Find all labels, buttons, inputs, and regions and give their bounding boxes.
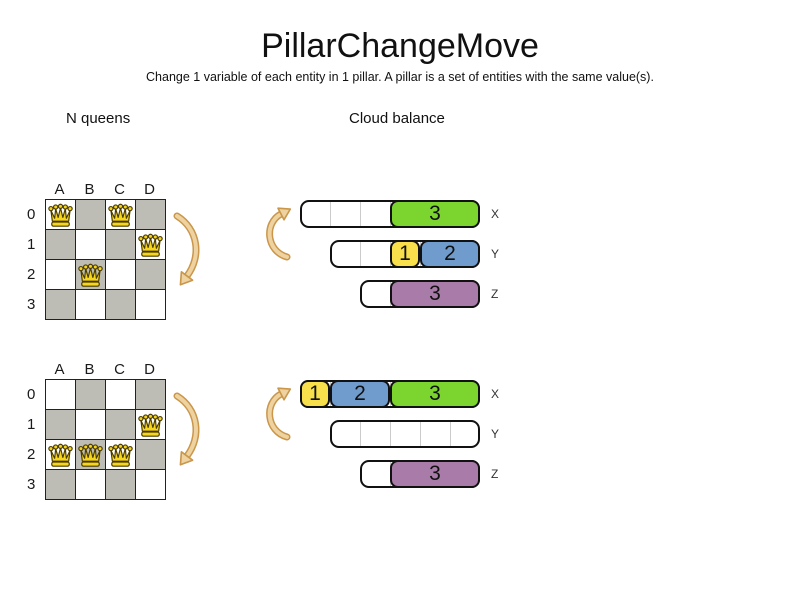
row-label-3: 3 [27,475,36,493]
board-cell-a2 [46,260,75,289]
capacity-divider [360,242,361,266]
computer-label-z-before: Z [491,287,499,301]
move-up-arrow-icon [266,207,292,261]
column-label-a: A [54,361,66,378]
column-label-b: B [84,181,96,198]
board-cell-b2 [76,440,105,469]
computer-label-y-after: Y [491,427,500,441]
board-cell-d1 [136,230,165,259]
capacity-divider [360,422,361,446]
page-subtitle: Change 1 variable of each entity in 1 pi… [146,70,654,84]
queen-icon [78,263,103,287]
queen-icon [108,443,133,467]
process-block-1: 1 [390,240,420,268]
board-cell-b0 [76,380,105,409]
board-cell-c3 [106,290,135,319]
capacity-divider [330,202,331,226]
board-cell-d2 [136,440,165,469]
board-cell-b3 [76,290,105,319]
capacity-divider [420,422,421,446]
board-cell-a3 [46,470,75,499]
computer-label-x-after: X [491,387,500,401]
board-cell-d0 [136,200,165,229]
board-cell-c1 [106,410,135,439]
row-label-1: 1 [27,235,36,253]
queen-icon [48,203,73,227]
board-cell-d3 [136,290,165,319]
board-cell-c2 [106,440,135,469]
computer-label-y-before: Y [491,247,500,261]
process-block-3: 3 [390,380,480,408]
process-block-1: 1 [300,380,330,408]
board-cell-b3 [76,470,105,499]
computer-bar-y-after [330,420,480,448]
queen-icon [48,443,73,467]
process-block-3: 3 [390,460,480,488]
move-up-arrow-icon [266,387,292,441]
computer-label-z-after: Z [491,467,499,481]
move-down-arrow-icon [173,392,200,466]
board-cell-a0 [46,200,75,229]
column-label-a: A [54,181,66,198]
capacity-divider [360,202,361,226]
computer-label-x-before: X [491,207,500,221]
board-cell-b0 [76,200,105,229]
row-label-2: 2 [27,445,36,463]
computer-bar-z-after: 3 [360,460,480,488]
row-label-2: 2 [27,265,36,283]
row-label-1: 1 [27,415,36,433]
board-cell-c3 [106,470,135,499]
queen-icon [138,233,163,257]
queen-icon [78,443,103,467]
board-grid [45,379,166,500]
board-cell-c0 [106,200,135,229]
board-cell-b1 [76,230,105,259]
board-grid [45,199,166,320]
column-label-c: C [114,361,126,378]
process-block-3: 3 [390,200,480,228]
board-cell-b1 [76,410,105,439]
chessboard-before: A B C D 0 1 2 3 [27,181,166,320]
column-label-d: D [144,361,156,378]
move-down-arrow-icon [173,212,200,286]
capacity-divider [390,422,391,446]
computer-bar-z-before: 3 [360,280,480,308]
queen-icon [108,203,133,227]
column-label-d: D [144,181,156,198]
board-cell-a1 [46,230,75,259]
board-cell-c2 [106,260,135,289]
process-block-2: 2 [420,240,480,268]
chessboard-after: A B C D 0 1 2 3 [27,361,166,500]
process-block-3: 3 [390,280,480,308]
board-cell-d0 [136,380,165,409]
process-block-2: 2 [330,380,390,408]
row-label-3: 3 [27,295,36,313]
board-cell-c0 [106,380,135,409]
page-title: PillarChangeMove [261,27,539,65]
board-cell-a3 [46,290,75,319]
queen-icon [138,413,163,437]
column-label-c: C [114,181,126,198]
board-cell-a2 [46,440,75,469]
row-label-0: 0 [27,205,36,223]
board-cell-d1 [136,410,165,439]
board-cell-b2 [76,260,105,289]
section-label-nqueens: N queens [66,110,131,127]
board-cell-d3 [136,470,165,499]
board-cell-a0 [46,380,75,409]
board-cell-a1 [46,410,75,439]
section-label-cloud-balance: Cloud balance [349,110,445,127]
capacity-divider [450,422,451,446]
computer-bar-x-before: 3 [300,200,480,228]
board-cell-d2 [136,260,165,289]
board-cell-c1 [106,230,135,259]
column-label-b: B [84,361,96,378]
row-label-0: 0 [27,385,36,403]
